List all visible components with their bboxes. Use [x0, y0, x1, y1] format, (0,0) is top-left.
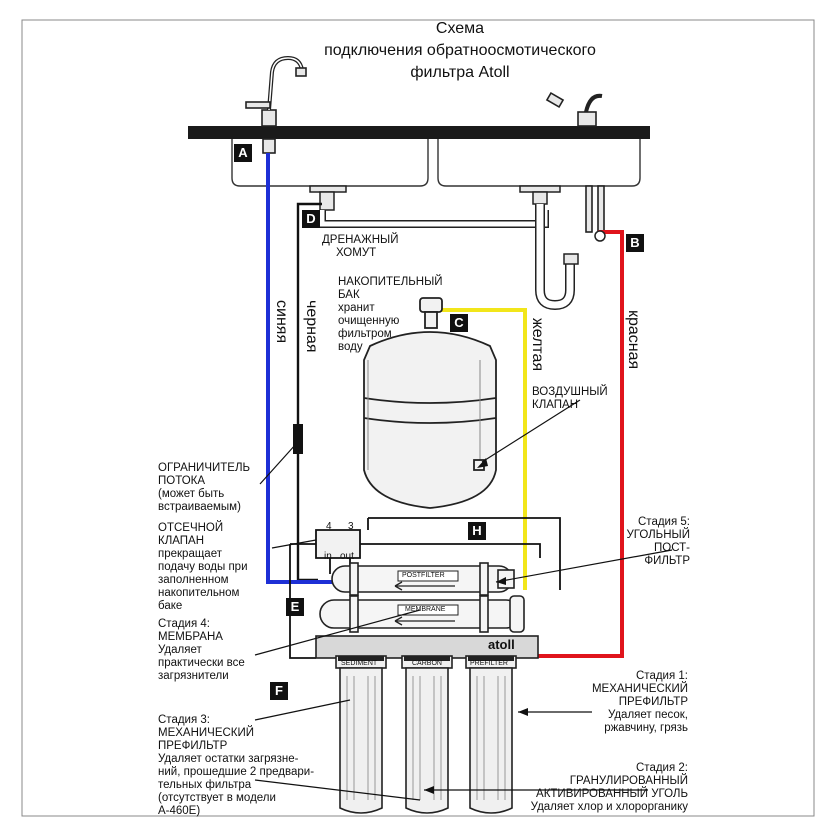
title-line-1: Схема: [435, 20, 485, 37]
tank-line-4: очищенную: [338, 315, 400, 327]
drain-clamp-line-2: ХОМУТ: [336, 247, 377, 259]
tank-line-5: фильтром: [338, 328, 392, 340]
stage3-line-4: Удаляет остатки загрязне-: [158, 753, 299, 765]
title-line-2: подключения обратноосмотического: [324, 42, 596, 59]
stage5-line-4: ФИЛЬТР: [644, 555, 690, 567]
prefilter-label: PREFILTER: [470, 660, 508, 667]
tag-e: E: [286, 598, 304, 616]
red-hose-label: красная: [625, 310, 642, 370]
stage5-line-3: ПОСТ-: [654, 542, 690, 554]
stage4-line-4: практически все: [158, 657, 245, 669]
stage3-line-6: тельных фильтра: [158, 779, 252, 791]
stage4-line-1: Стадия 4:: [158, 618, 210, 630]
filter-canisters: [335, 655, 517, 814]
flow-limiter-part: [293, 424, 303, 454]
canister-caps: [338, 656, 514, 661]
stage3-line-8: А-460Е): [158, 805, 201, 817]
postfilter-label: POSTFILTER: [402, 572, 445, 579]
red-line: [528, 230, 624, 658]
shutoff-line-7: баке: [158, 600, 183, 612]
membrane-label: MEMBRANE: [405, 606, 446, 613]
stage2-line-4: Удаляет хлор и хлорорганику: [530, 801, 688, 813]
stage5-line-2: УГОЛЬНЫЙ: [626, 529, 690, 541]
black-hose-label: черная: [303, 300, 320, 353]
stage2-line-1: Стадия 2:: [636, 762, 688, 774]
flow-limiter-line-1: ОГРАНИЧИТЕЛЬ: [158, 462, 251, 474]
tag-d: D: [302, 210, 320, 228]
stage1-line-5: ржавчину, грязь: [604, 722, 688, 734]
shutoff-in: in: [324, 551, 332, 562]
stage4-line-3: Удаляет: [158, 644, 202, 656]
air-valve-line-1: ВОЗДУШНЫЙ: [532, 386, 608, 398]
storage-tank: [363, 297, 497, 509]
stage1-line-1: Стадия 1:: [636, 670, 688, 682]
tank-line-6: воду: [338, 341, 363, 353]
stage3-line-7: (отсутствует в модели: [158, 792, 276, 804]
tank-line-1: НАКОПИТЕЛЬНЫЙ: [338, 276, 443, 288]
blue-hose-label: синяя: [273, 300, 290, 344]
countertop: [188, 126, 650, 139]
stage2-line-2: ГРАНУЛИРОВАННЫЙ: [569, 775, 688, 787]
shutoff-line-5: заполненном: [158, 574, 229, 586]
yellow-line: [440, 308, 527, 590]
stage3-line-5: ний, прошедшие 2 предвари-: [158, 766, 315, 778]
title-line-3: фильтра Atoll: [410, 64, 510, 81]
shutoff-port-4: 4: [326, 521, 332, 532]
sink-bowl-right: [437, 139, 641, 187]
carbon-label: CARBON: [412, 660, 442, 667]
tag-a: A: [234, 144, 252, 162]
sink-bowl-left: [231, 139, 429, 187]
air-valve-line-2: КЛАПАН: [532, 399, 579, 411]
stage1-line-3: ПРЕФИЛЬТР: [618, 696, 688, 708]
manifold-lines: [289, 517, 561, 659]
tank-line-3: хранит: [338, 302, 375, 314]
flow-limiter-line-4: встраиваемым): [158, 501, 241, 513]
shutoff-line-4: подачу воды при: [158, 561, 248, 573]
stage4-line-2: МЕМБРАНА: [158, 631, 223, 643]
tag-f: F: [270, 682, 288, 700]
shutoff-line-3: прекращает: [158, 548, 222, 560]
blue-line: [266, 153, 340, 584]
main-faucet: [545, 91, 605, 233]
stage2-line-3: АКТИВИРОВАННЫЙ УГОЛЬ: [536, 788, 688, 800]
drain-clamp-line-1: ДРЕНАЖНЫЙ: [322, 234, 399, 246]
stage3-line-2: МЕХАНИЧЕСКИЙ: [158, 727, 255, 739]
tag-c: C: [450, 314, 468, 332]
canister-ribs: [346, 676, 506, 800]
tag-b: B: [626, 234, 644, 252]
sediment-label: SEDIMENT: [341, 660, 378, 667]
stage1-line-2: МЕХАНИЧЕСКИЙ: [591, 683, 688, 695]
shutoff-out: out: [340, 551, 354, 562]
brand-label: atoll: [488, 637, 515, 652]
flow-limiter-line-2: ПОТОКА: [158, 475, 206, 487]
black-drain-line: [296, 202, 322, 582]
shutoff-line-6: накопительном: [158, 587, 240, 599]
stage4-line-5: загрязнители: [158, 670, 229, 682]
tag-h: H: [468, 522, 486, 540]
flow-limiter-line-3: (может быть: [158, 488, 225, 500]
leader-lines: [254, 399, 673, 801]
stage3-line-3: ПРЕФИЛЬТР: [158, 740, 228, 752]
stage5-line-1: Стадия 5:: [638, 516, 690, 528]
shutoff-line-1: ОТСЕЧНОЙ: [158, 522, 224, 534]
stage3-line-1: Стадия 3:: [158, 714, 210, 726]
yellow-hose-label: желтая: [529, 318, 546, 372]
shutoff-port-3: 3: [348, 521, 354, 532]
drain-pipes: [309, 185, 579, 311]
outer-border: [21, 19, 815, 817]
stage1-line-4: Удаляет песок,: [607, 709, 688, 721]
tank-line-2: БАК: [338, 289, 360, 301]
shutoff-line-2: КЛАПАН: [158, 535, 205, 547]
